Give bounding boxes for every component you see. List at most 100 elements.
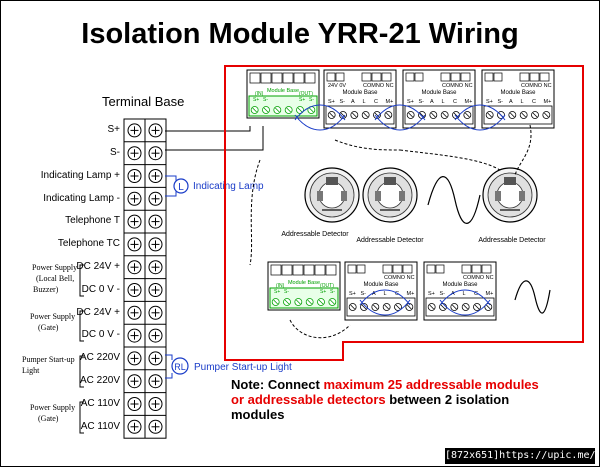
terminal-screw-icon	[148, 305, 163, 320]
module-pin-label: S-	[361, 291, 367, 297]
module-pin-label: A	[430, 99, 434, 105]
lamp-symbol: L	[178, 182, 184, 193]
lamp-label: Indicating Lamp	[193, 181, 264, 192]
terminal-row-labels: S+ S- Indicating Lamp + Indicating Lamp …	[41, 124, 121, 432]
watermark: [872x651]https://upic.me/	[445, 448, 596, 464]
indicating-lamp: L Indicating Lamp	[165, 175, 264, 197]
module-screw-icon	[294, 298, 303, 306]
module-pin-label: C	[395, 291, 399, 297]
terminal-screw-icon	[127, 260, 142, 275]
module-pin-label: S-	[440, 291, 446, 297]
module-pin-label: L	[463, 291, 466, 297]
pumper-light-icon	[171, 357, 189, 375]
module-name: Module Base	[421, 90, 457, 96]
note-prefix: Note: Connect	[231, 377, 324, 392]
isolation-module-pin: S+	[299, 97, 305, 103]
terminal-screw-icon	[148, 123, 163, 138]
module-pin-label: C	[532, 99, 536, 105]
terminal-screw-icon	[127, 191, 142, 206]
terminal-screw-icon	[127, 351, 142, 366]
terminal-screw-icon	[127, 328, 142, 343]
module-pin-label: L	[442, 99, 445, 105]
page-title: Isolation Module YRR-21 Wiring	[81, 18, 519, 50]
terminal-screw-icon	[148, 169, 163, 183]
note-highlight-2: or addressable detectors	[231, 392, 386, 407]
twisted-pair-wires-black	[249, 124, 532, 339]
terminal-screw-icon	[148, 191, 163, 206]
twisted-pair-wires-blue	[294, 104, 506, 316]
terminal-base-heading: Terminal Base	[102, 94, 184, 109]
module-screw-icon	[283, 298, 291, 306]
isolation-module-pin: S+	[253, 97, 259, 103]
terminal-screw-icon	[148, 328, 163, 343]
module-screw-icon	[461, 303, 470, 311]
isolation-module: Module Base(IN)(OUT)S+S-S+S-	[267, 261, 341, 311]
module-pin-label: M+	[486, 291, 494, 297]
detector-label: Addressable Detector	[281, 231, 349, 238]
module-relay-label: COMNO NC	[363, 83, 394, 89]
module-relay-label: COMNO NC	[521, 83, 552, 89]
module-name: Module Base	[442, 282, 478, 288]
group2-line1: Power Supply	[30, 312, 75, 321]
module-screw-icon	[360, 303, 368, 311]
terminal-screw-icon	[127, 305, 142, 320]
row-label-ac110-b: AC 110V	[81, 421, 121, 432]
loop-boundary	[224, 65, 584, 361]
terminal-screw-icon	[127, 283, 142, 297]
module-screw-icon	[406, 111, 415, 119]
module-pin-label: C	[374, 99, 378, 105]
module-screw-icon	[305, 298, 314, 306]
module-pin-label: A	[351, 99, 355, 105]
module-screw-icon	[473, 303, 481, 311]
module-name: Module Base	[342, 90, 378, 96]
module-screw-icon	[485, 111, 494, 119]
module-pin-label: M+	[465, 99, 473, 105]
row-label-telephone-t: Telephone T	[65, 215, 120, 226]
isolation-module-pin: S-	[309, 97, 314, 103]
module-screw-icon	[519, 111, 528, 119]
module-pin-label: S+	[328, 99, 335, 105]
module-screw-icon	[382, 303, 391, 311]
module-relay-label: COMNO NC	[442, 83, 473, 89]
terminal-screw-icon	[148, 214, 163, 229]
group3-line1: Pumper Start-up	[22, 355, 75, 364]
module-screw-icon	[463, 111, 472, 119]
module-pin-label: M+	[386, 99, 394, 105]
row-label-s-plus: S+	[107, 124, 120, 135]
module-power-label: 24V 0V	[328, 83, 346, 89]
terminal-screw-icon	[127, 419, 142, 434]
group1-line2: (Local Bell,	[36, 274, 74, 283]
terminal-screw-icon	[127, 169, 142, 183]
terminal-strip	[123, 118, 167, 439]
module-name: Module Base	[363, 282, 399, 288]
module-pin-label: M+	[407, 291, 415, 297]
terminal-screw-icon	[148, 146, 163, 161]
row-label-ac110-a: AC 110V	[81, 398, 121, 409]
group2-line2: (Gate)	[38, 323, 59, 332]
loop-feed-wires	[165, 126, 264, 151]
isolation-module-name: Module Base	[267, 88, 299, 94]
note-suffix: between 2 isolation modules	[231, 392, 510, 422]
group4-line1: Power Supply	[30, 403, 75, 412]
isolation-module-pin: S+	[274, 289, 280, 295]
module-screw-icon	[361, 111, 370, 119]
module-pin-label: A	[509, 99, 513, 105]
terminal-screw-icon	[148, 351, 163, 366]
module-pin-label: S-	[498, 99, 504, 105]
pumper-light: RL Pumper Start-up Light	[165, 354, 292, 379]
row-label-ac220-b: AC 220V	[80, 375, 120, 386]
row-label-lamp-plus: Indicating Lamp +	[41, 170, 120, 181]
group3-line2: Light	[22, 366, 40, 375]
module-relay-label: COMNO NC	[463, 275, 494, 281]
module-screw-icon	[440, 111, 449, 119]
module-pin-label: C	[474, 291, 478, 297]
terminal-screw-icon	[127, 374, 142, 389]
continuation-wave-1	[427, 176, 481, 224]
terminal-screw-icon	[127, 397, 142, 411]
lamp-icon	[173, 178, 189, 194]
isolation-module-name: Module Base	[288, 280, 320, 286]
